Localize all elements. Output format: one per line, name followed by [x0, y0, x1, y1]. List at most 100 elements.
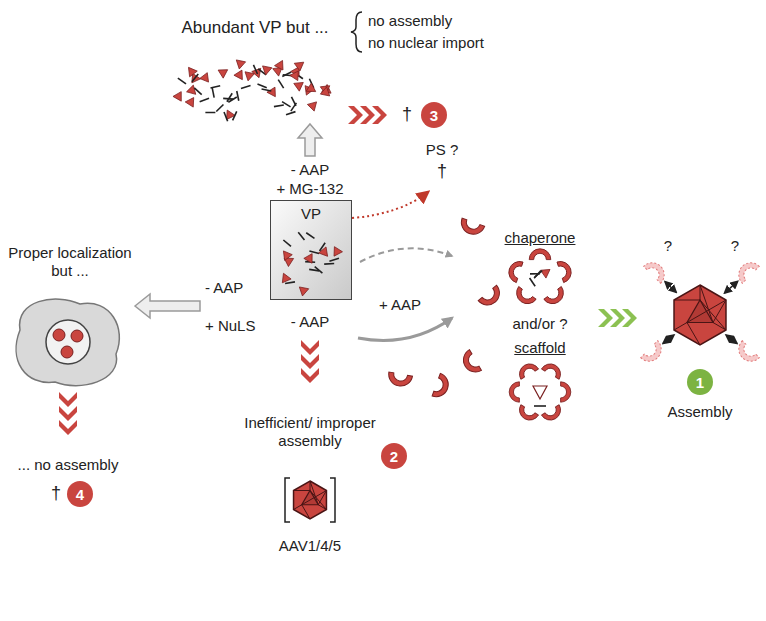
vp-fragment: [212, 88, 214, 98]
label: AAV1/4/5: [279, 537, 341, 555]
curly-bracket: [351, 12, 362, 52]
aap-crescent: [544, 287, 568, 308]
node-text: 1: [696, 374, 704, 391]
node-text: 3: [430, 107, 438, 124]
aap-crescent: [516, 360, 539, 379]
label: - AAP: [205, 279, 243, 297]
label: + MG-132: [276, 180, 343, 198]
vp-fragment: [304, 254, 312, 264]
chevron: [348, 106, 363, 124]
vp-fragment: [286, 112, 295, 115]
nucleus: [46, 320, 90, 364]
capsid-edge: [310, 491, 326, 510]
label: Inefficient/ improper assembly: [240, 414, 380, 450]
curved-arrow: [358, 318, 452, 341]
aap-crescent: [557, 259, 574, 283]
capsid-edge: [294, 505, 302, 510]
vp-fragment: [275, 60, 283, 70]
aap-crescent: [541, 360, 564, 379]
vp-fragment: [173, 92, 181, 102]
vp-fragment: [192, 74, 198, 82]
vp-fragment: [283, 240, 291, 246]
vp-fragment: [218, 70, 228, 78]
node-text: VP: [271, 205, 351, 222]
assembly-arrows: [663, 281, 737, 343]
vp-fragment: [253, 65, 257, 74]
capsid-edge: [302, 505, 310, 519]
chevron: [372, 106, 387, 124]
vp-fragment: [283, 251, 292, 260]
dotted-arrow: [352, 192, 428, 218]
vp-dot: [71, 330, 83, 342]
label: chaperone: [505, 229, 576, 247]
label: Proper localization but ...: [0, 244, 143, 280]
vp-fragment: [189, 67, 198, 76]
capsid-edge: [310, 481, 318, 505]
chevron: [59, 392, 77, 407]
vp-fragment: [294, 82, 303, 91]
label: PS ?: [426, 141, 459, 159]
chevron: [301, 368, 319, 383]
vp-box: VP: [270, 200, 352, 300]
vp-fragment: [309, 251, 319, 253]
label: no nuclear import: [368, 34, 484, 52]
vp-fragments: [173, 60, 550, 296]
vp-dot: [61, 346, 73, 358]
vp-fragment: [234, 70, 242, 80]
chevron: [59, 420, 77, 435]
vp-fragment: [299, 287, 308, 296]
double-arrow: [725, 281, 738, 293]
label: Assembly: [667, 403, 732, 421]
callout-number: 2: [381, 443, 407, 469]
capsid-outline: [294, 481, 327, 519]
vp-fragment: [535, 271, 543, 277]
vp-fragment: [274, 105, 284, 107]
vp-fragment: [282, 102, 291, 107]
capsid-edge: [294, 490, 310, 491]
capsid-edge: [700, 285, 701, 300]
double-arrow: [663, 335, 674, 343]
vp-fragment: [185, 98, 193, 108]
callout-number: 3: [421, 102, 447, 128]
vp-fragment: [262, 89, 272, 91]
capsid-edge: [310, 481, 311, 491]
aap-crescent: [387, 372, 413, 388]
vp-fragment: [533, 386, 547, 399]
vp-fragment: [205, 112, 215, 114]
label: Abundant VP but ...: [181, 18, 328, 38]
vp-fragment: [278, 80, 283, 88]
label: †: [51, 483, 61, 505]
vp-fragment: [263, 66, 272, 75]
vp-fragment: [324, 263, 334, 265]
chevron: [59, 406, 77, 421]
vp-fragment: [282, 273, 291, 282]
vp-fragment: [290, 71, 299, 81]
square-bracket: [285, 478, 290, 522]
capsid-edge: [674, 300, 700, 301]
vp-fragment: [307, 102, 316, 111]
vp-fragment: [334, 247, 342, 257]
vp-fragment: [534, 405, 546, 407]
capsid-edge: [700, 300, 726, 330]
aap-crescent: [509, 382, 519, 402]
vp-fragment: [298, 232, 304, 240]
vp-fragment: [216, 104, 223, 111]
vp-fragment: [294, 62, 303, 71]
vp-fragment: [194, 88, 201, 95]
vp-fragment: [306, 83, 316, 91]
aap-crescent: [459, 350, 481, 377]
callout-number: 1: [687, 369, 713, 395]
node-text: 4: [76, 486, 84, 503]
vp-fragment: [319, 247, 328, 256]
label: + AAP: [379, 296, 421, 314]
capsid-edge: [674, 323, 687, 331]
vp-fragment: [320, 87, 329, 96]
vp-fragment: [245, 72, 254, 81]
aap-crescent: [432, 373, 451, 400]
chevron: [360, 106, 375, 124]
callout-number: 4: [67, 481, 93, 507]
hollow-arrow: [135, 294, 200, 318]
chevrons: [59, 106, 637, 435]
vp-fragment: [530, 278, 536, 286]
vp-fragment: [192, 73, 201, 82]
